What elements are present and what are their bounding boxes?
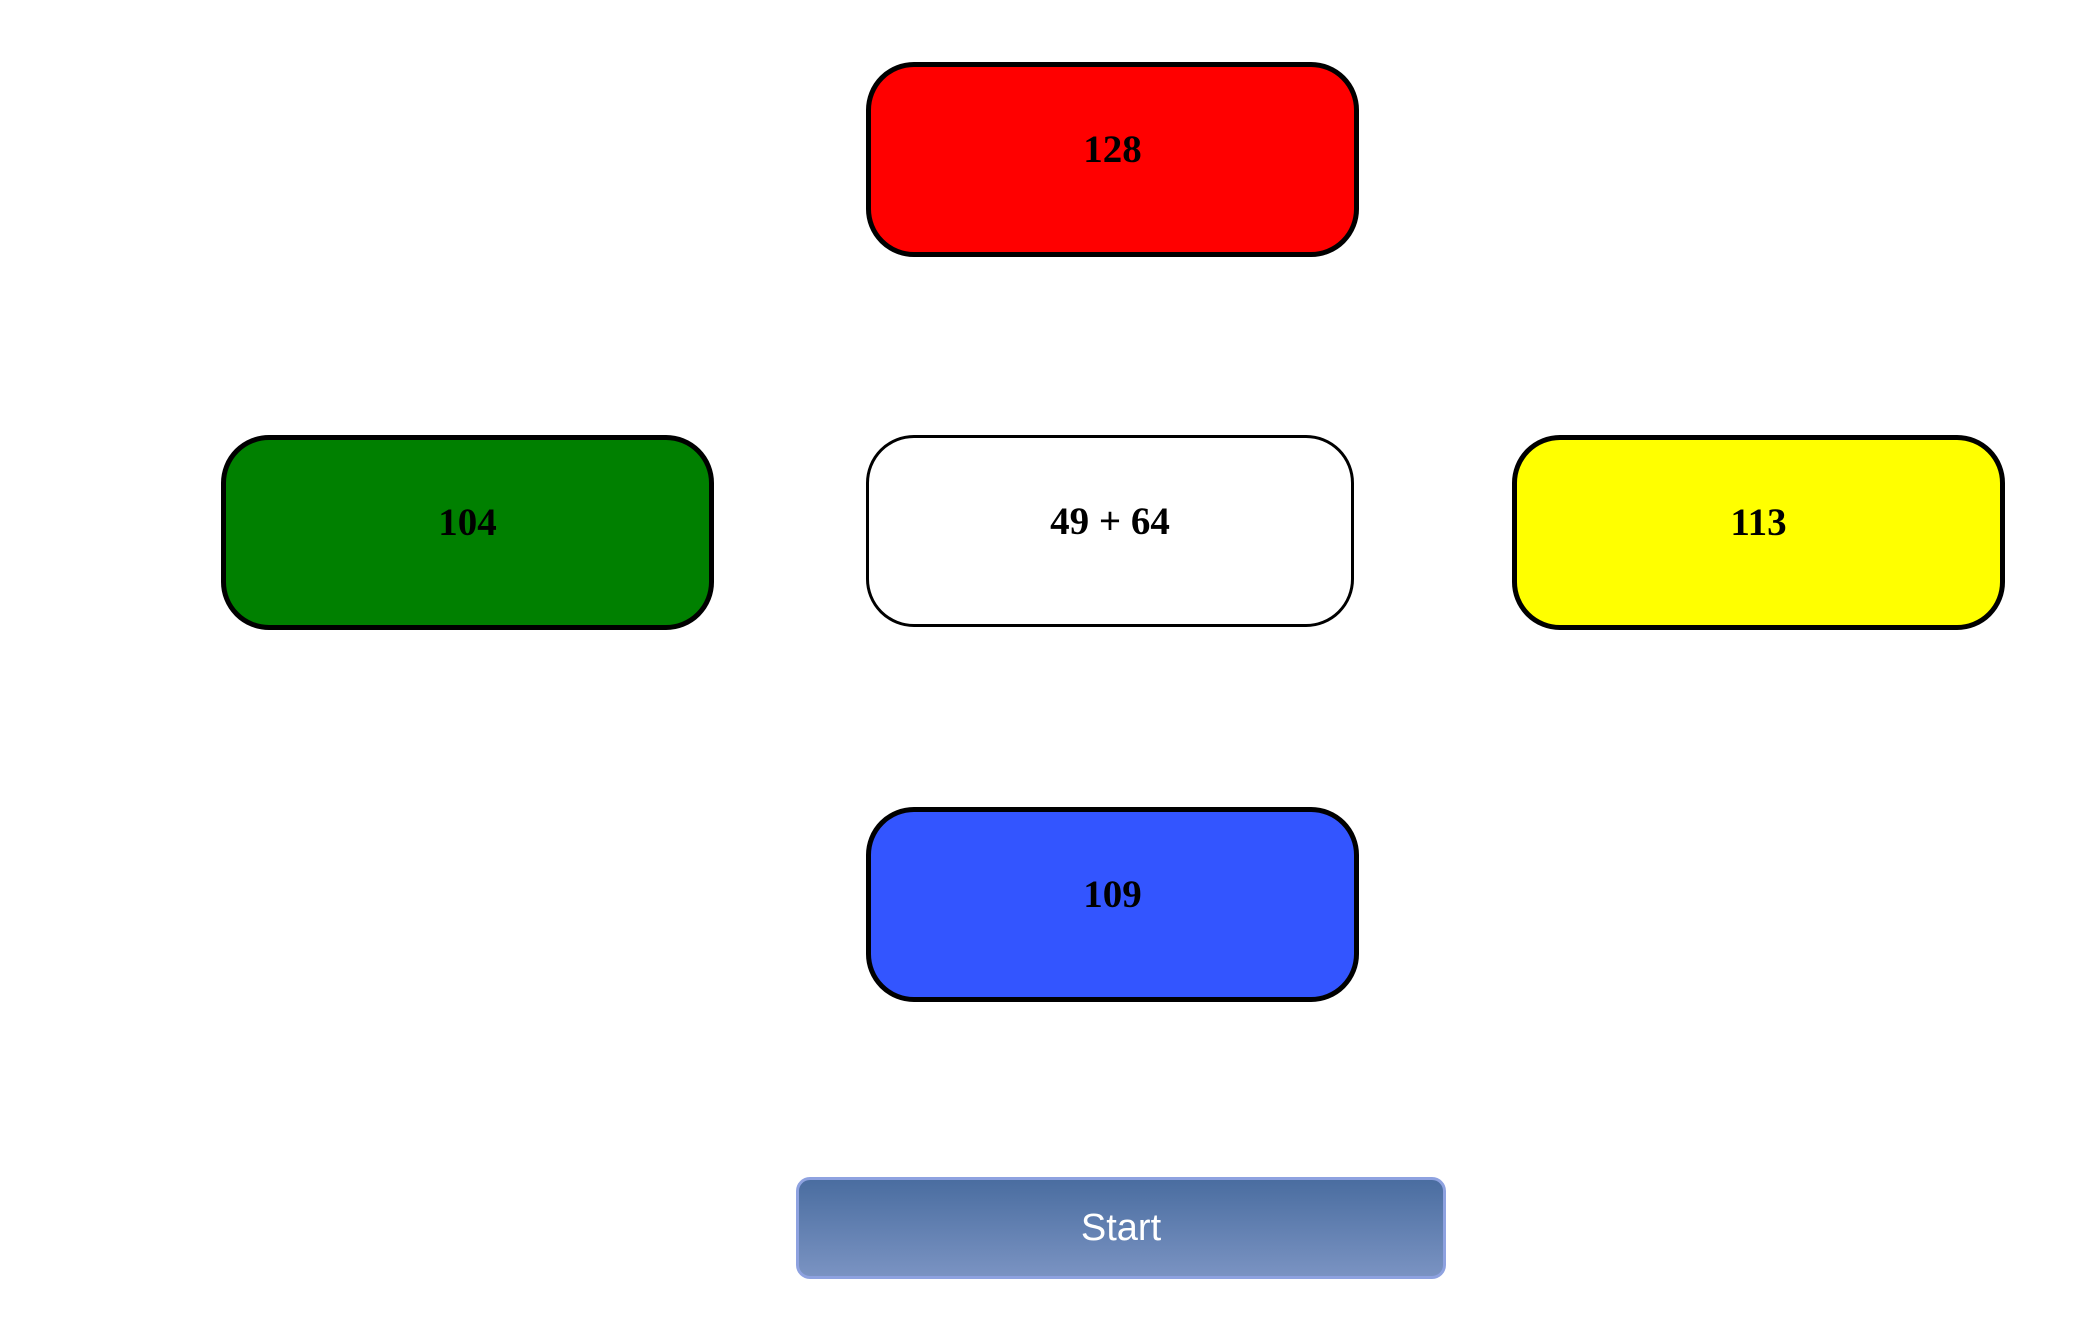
start-button-label: Start (1080, 1206, 1162, 1249)
start-button[interactable]: Start (796, 1177, 1446, 1279)
answer-tile-green[interactable]: 104 (221, 435, 714, 630)
answer-tile-blue[interactable]: 109 (866, 807, 1359, 1002)
question-box: 49 + 64 (866, 435, 1354, 627)
answer-value: 128 (1083, 128, 1142, 171)
answer-value: 104 (438, 501, 497, 544)
answer-value: 109 (1083, 873, 1142, 916)
answer-tile-red[interactable]: 128 (866, 62, 1359, 257)
question-text: 49 + 64 (1050, 499, 1170, 543)
answer-tile-yellow[interactable]: 113 (1512, 435, 2005, 630)
answer-value: 113 (1730, 501, 1787, 544)
